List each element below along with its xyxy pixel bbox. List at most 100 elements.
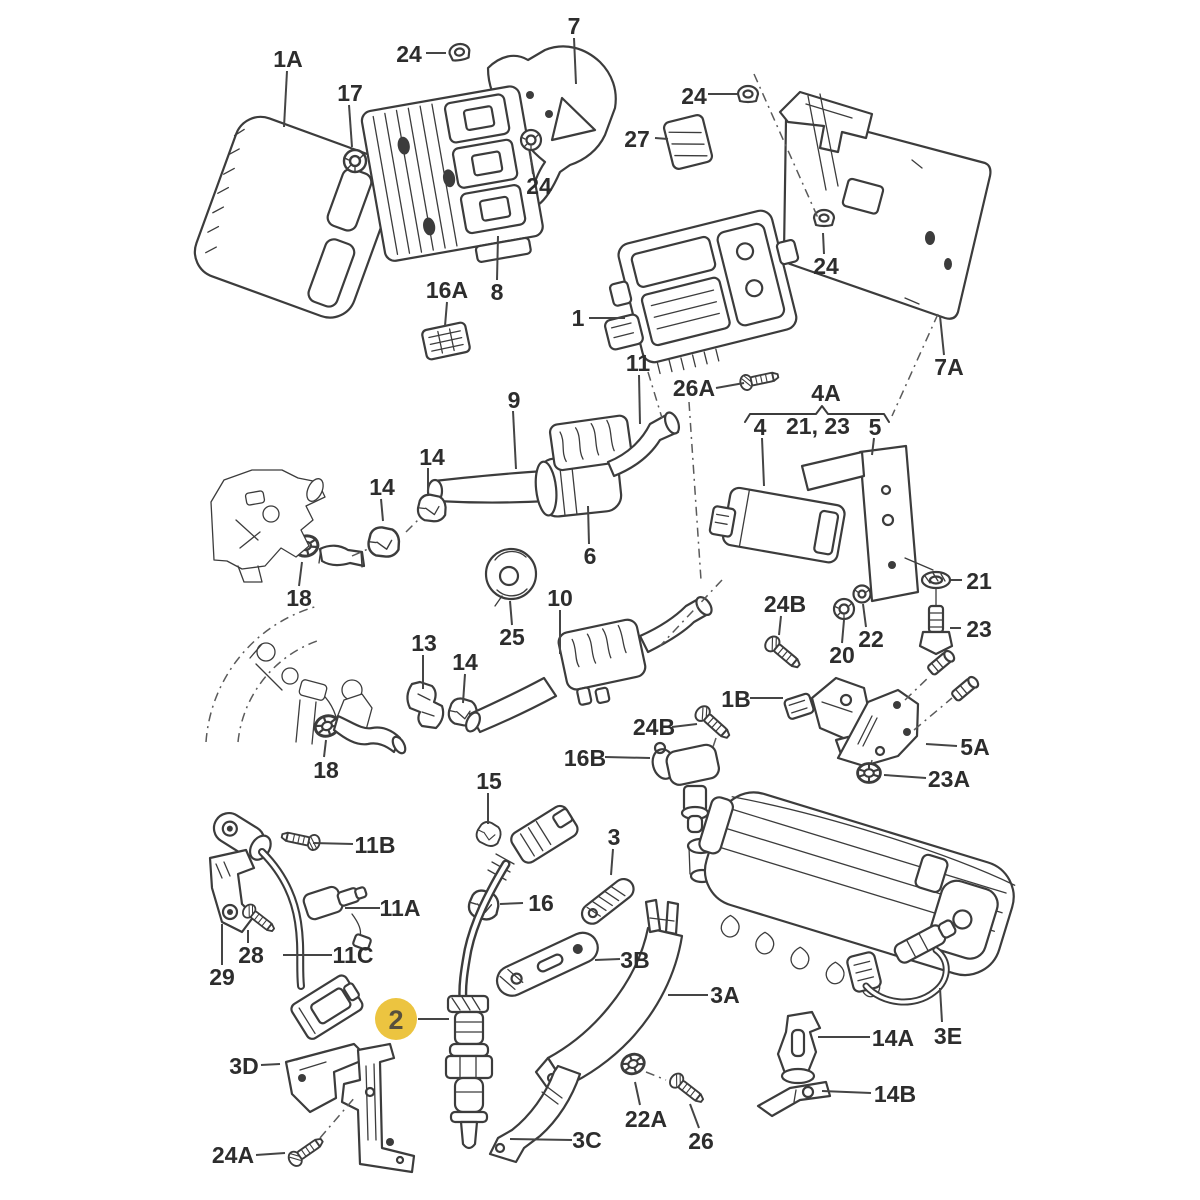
part-label-14-2[interactable]: 14 <box>419 444 445 470</box>
part-label-15[interactable]: 15 <box>476 768 502 794</box>
part-label-3[interactable]: 3 <box>608 824 621 850</box>
part-label-25[interactable]: 25 <box>499 624 525 650</box>
part-label-22A[interactable]: 22A <box>625 1106 667 1132</box>
part-label-16B[interactable]: 16B <box>564 745 606 771</box>
part-10-harness-duct <box>465 596 713 734</box>
part-label-24A[interactable]: 24A <box>212 1142 254 1168</box>
part-label-11[interactable]: 11 <box>626 350 651 376</box>
leader-line-7A <box>939 315 945 356</box>
part-label-1A[interactable]: 1A <box>273 46 302 72</box>
leader-line-22A <box>634 1081 641 1106</box>
part-label-6[interactable]: 6 <box>584 543 597 569</box>
part-label-3E[interactable]: 3E <box>934 1023 962 1049</box>
leader-line-14B <box>821 1090 872 1094</box>
part-label-24-3[interactable]: 24 <box>681 83 707 109</box>
part-label-21[interactable]: 21 <box>966 568 992 594</box>
part-label-3C[interactable]: 3C <box>572 1127 601 1153</box>
part-label-3A[interactable]: 3A <box>710 982 739 1008</box>
part-24-grommet-2 <box>519 128 543 152</box>
highlighted-part-badge[interactable] <box>375 998 417 1040</box>
part-label-5A[interactable]: 5A <box>960 734 989 760</box>
leader-line-6 <box>587 505 590 545</box>
part-label-5[interactable]: 5 <box>869 414 882 440</box>
part-26a-screw <box>738 367 781 393</box>
part-label-7A[interactable]: 7A <box>934 354 963 380</box>
part-1-ecu <box>604 209 800 375</box>
part-label-4A[interactable]: 4A <box>811 380 840 406</box>
part-14-clip-1 <box>362 521 405 564</box>
leader-line-16A <box>444 301 448 327</box>
leader-line-3 <box>610 848 614 876</box>
part-24b-bolt-right <box>761 632 805 674</box>
part-label-11A[interactable]: 11A <box>380 895 421 921</box>
part-3c-bracket <box>488 1064 582 1164</box>
part-label-1[interactable]: 1 <box>572 305 585 331</box>
part-14b-bracket <box>756 1080 832 1118</box>
part-label-8[interactable]: 8 <box>491 279 504 305</box>
part-label-14B[interactable]: 14B <box>874 1081 916 1107</box>
part-24-grommet-top <box>447 41 472 63</box>
part-label-24-1[interactable]: 24 <box>396 41 422 67</box>
leader-line-16B <box>604 756 651 759</box>
part-label-18-1[interactable]: 18 <box>286 585 312 611</box>
part-label-11B[interactable]: 11B <box>355 832 396 858</box>
leader-line-3E <box>939 987 943 1023</box>
leader-line-11 <box>638 374 641 425</box>
part-15-clip <box>475 821 502 847</box>
part-label-9[interactable]: 9 <box>508 387 521 413</box>
part-label-11C[interactable]: 11C <box>333 942 374 968</box>
part-label-18-2[interactable]: 18 <box>313 757 339 783</box>
part-label-26[interactable]: 26 <box>688 1128 714 1154</box>
part-11a-sensor <box>302 885 372 951</box>
highlighted-part-number[interactable]: 2 <box>388 1005 403 1035</box>
part-11b-bolt <box>279 827 322 853</box>
part-label-14-3[interactable]: 14 <box>452 649 478 675</box>
leader-line-14-1 <box>380 498 384 522</box>
part-label-24-2[interactable]: 24 <box>526 173 552 199</box>
part-20-nut <box>832 597 856 621</box>
part-label-24B-1[interactable]: 24B <box>764 591 806 617</box>
part-label-17[interactable]: 17 <box>337 80 363 106</box>
part-label-24B-2[interactable]: 24B <box>633 714 675 740</box>
part-5a-studs <box>927 649 980 702</box>
part-8-ecu-module <box>360 85 544 263</box>
part-label-7[interactable]: 7 <box>568 13 581 39</box>
part-label-14-1[interactable]: 14 <box>369 474 395 500</box>
part-24-grommet-4 <box>812 208 836 228</box>
leader-line-3C <box>509 1138 573 1141</box>
part-23a-grommet <box>856 762 882 784</box>
part-label-27[interactable]: 27 <box>624 126 650 152</box>
part-label-28[interactable]: 28 <box>238 942 264 968</box>
part-label-23[interactable]: 23 <box>966 616 992 642</box>
part-label-26A[interactable]: 26A <box>673 375 715 401</box>
leader-line-8 <box>496 235 499 281</box>
part-27-pad <box>662 114 714 170</box>
leader-line-27 <box>654 137 669 140</box>
part-label-20[interactable]: 20 <box>829 642 855 668</box>
part-label-24-4[interactable]: 24 <box>813 253 839 279</box>
part-label-21-23[interactable]: 21, 23 <box>786 413 850 439</box>
part-label-10[interactable]: 10 <box>547 585 573 611</box>
part-label-4[interactable]: 4 <box>754 414 767 440</box>
part-label-13[interactable]: 13 <box>411 630 437 656</box>
part-label-14A[interactable]: 14A <box>872 1025 914 1051</box>
part-3-bracket <box>580 877 635 925</box>
part-label-3D[interactable]: 3D <box>229 1053 258 1079</box>
leader-line-17 <box>348 104 353 148</box>
part-13-clip <box>406 680 445 730</box>
part-4-control-module <box>708 486 846 564</box>
part-label-29[interactable]: 29 <box>209 964 235 990</box>
part-16a-pad <box>421 321 471 361</box>
part-label-1B[interactable]: 1B <box>721 686 750 712</box>
part-label-3B[interactable]: 3B <box>620 947 649 973</box>
leader-line-1A <box>283 70 288 128</box>
part-label-16[interactable]: 16 <box>528 890 554 916</box>
part-22a-grommet <box>617 1049 667 1081</box>
part-label-16A[interactable]: 16A <box>426 277 468 303</box>
leader-line-16 <box>499 902 524 905</box>
part-label-22[interactable]: 22 <box>858 626 884 652</box>
part-17-grommet-nut <box>342 148 368 174</box>
part-label-23A[interactable]: 23A <box>928 766 970 792</box>
